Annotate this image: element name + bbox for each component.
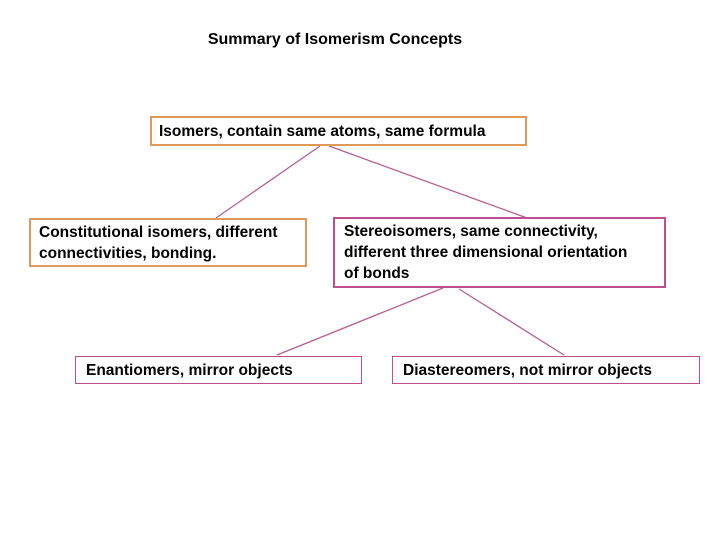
node-diastereomers-label: Diastereomers, not mirror objects (403, 361, 652, 379)
node-constitutional-isomers-label-line2: connectivities, bonding. (39, 244, 217, 262)
node-enantiomers-label: Enantiomers, mirror objects (86, 361, 293, 379)
edge-isomers-to-constitutional (215, 145, 321, 219)
edge-stereoisomers-to-diastereomers (458, 288, 565, 356)
node-stereoisomers: Stereoisomers, same connectivity, differ… (333, 217, 666, 288)
slide-title: Summary of Isomerism Concepts (207, 31, 463, 48)
node-isomers-label: Isomers, contain same atoms, same formul… (159, 122, 486, 140)
node-stereoisomers-label-line1: Stereoisomers, same connectivity, (344, 223, 598, 240)
edge-isomers-to-stereoisomers (328, 145, 528, 219)
node-constitutional-isomers-label-line1: Constitutional isomers, different (39, 223, 278, 241)
node-stereoisomers-label-line2: different three dimensional orientation (344, 244, 628, 261)
node-isomers: Isomers, contain same atoms, same formul… (150, 116, 527, 146)
node-stereoisomers-label-line3: of bonds (344, 265, 410, 282)
edge-stereoisomers-to-enantiomers (276, 287, 444, 356)
node-diastereomers: Diastereomers, not mirror objects (392, 356, 700, 384)
node-enantiomers: Enantiomers, mirror objects (75, 356, 362, 384)
node-constitutional-isomers: Constitutional isomers, different connec… (29, 218, 307, 267)
